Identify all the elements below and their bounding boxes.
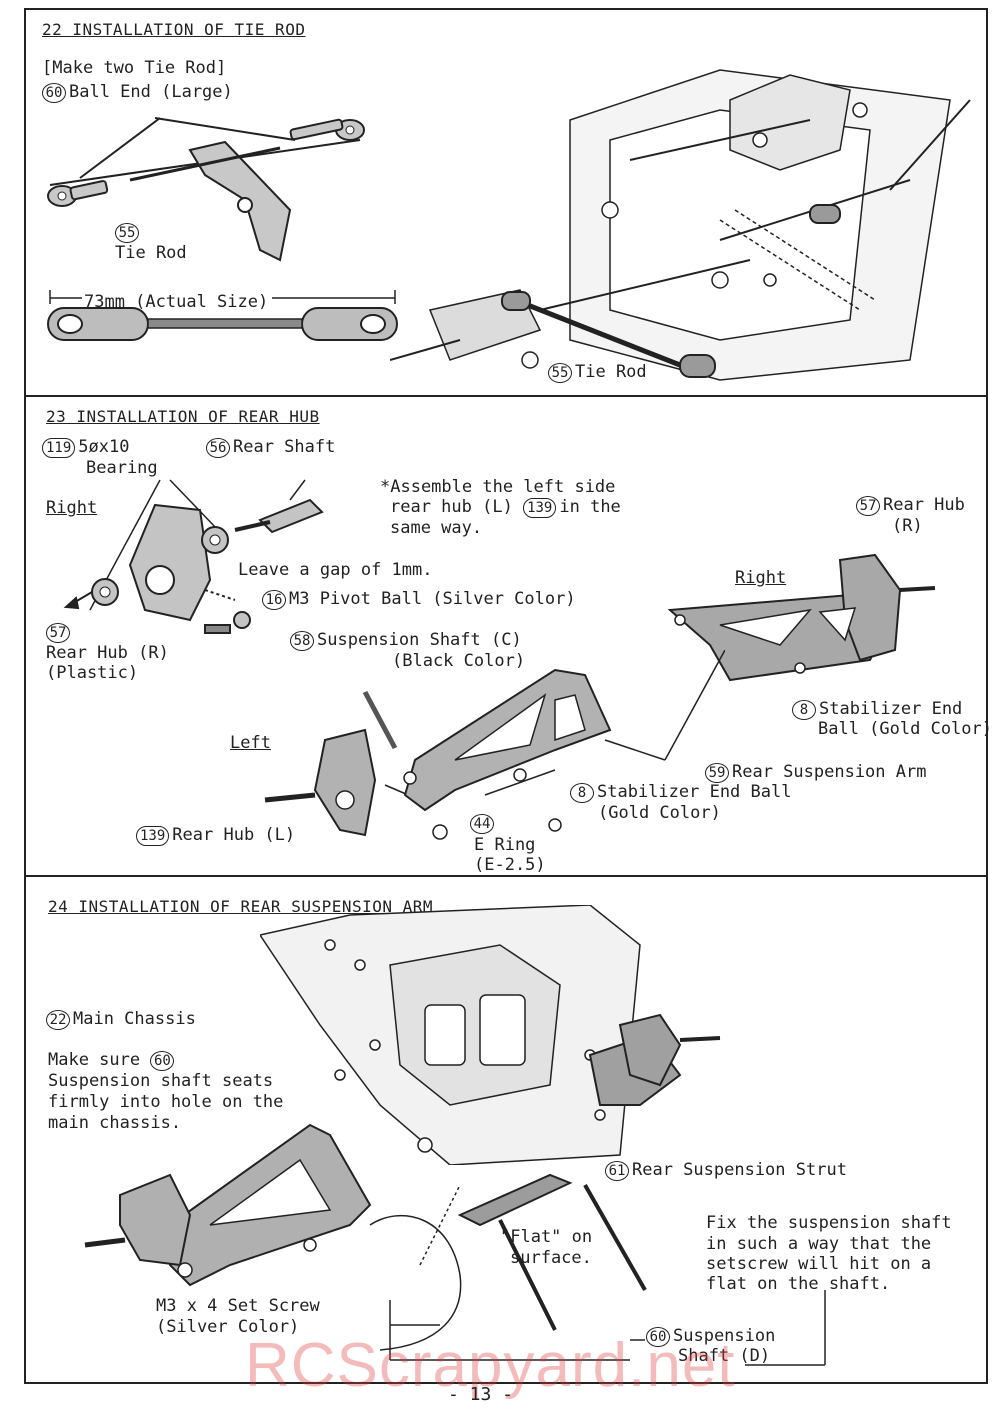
make-sure-line-2: Suspension shaft seats [48,1071,274,1091]
part-number: 8 [792,700,816,720]
main-chassis-drawing [260,905,721,1165]
left-label: Left [230,733,271,753]
make-sure-line-4: main chassis. [48,1113,182,1133]
chassis-front-drawing [390,69,971,381]
gap-note: Leave a gap of 1mm. [238,560,433,580]
page-frame [24,8,988,1384]
page-number: - 13 - [448,1384,514,1405]
rear-hub-plastic-line-2: (Plastic) [46,663,139,683]
tie-rod-label: 55 [115,222,142,243]
right-label-2: Right [735,568,787,588]
flat-note-line-1: "Flat" on [500,1227,593,1247]
make-two-note: [Make two Tie Rod] [42,58,227,78]
tie-rod-actual-size-drawing [47,290,398,341]
right-arm-drawing [667,553,936,682]
make-sure-line-1: Make sure 60 [48,1050,177,1071]
part-number: 139 [523,498,557,518]
fix-note-line-2: in such a way that the [706,1234,932,1254]
section-divider [24,395,988,397]
e-ring-size: (E-2.5) [474,855,546,875]
left-hub-and-arm-drawing [264,650,725,840]
part-number: 57 [856,496,880,516]
set-screw-color: (Silver Color) [156,1317,300,1337]
set-screw-label: M3 x 4 Set Screw [156,1296,320,1316]
part-number: 8 [570,783,594,803]
part-number: 59 [705,763,729,783]
fix-note-line-1: Fix the suspension shaft [706,1213,952,1233]
fix-note-line-4: flat on the shaft. [706,1274,891,1294]
e-ring-label: 44 [470,813,497,834]
suspension-shaft-d-text: Shaft (D) [678,1346,771,1366]
rear-hub-plastic-label: 57 [46,622,73,643]
rear-hub-r-text: (R) [892,516,923,536]
fix-note-line-3: setscrew will hit on a [706,1254,932,1274]
rear-hub-exploded-drawing [63,479,324,634]
assemble-note-line-3: same way. [390,518,483,538]
part-number: 60 [646,1327,670,1347]
part-number: 139 [136,826,170,846]
part-number: 60 [42,83,66,103]
tie-rod-text: Tie Rod [115,243,187,263]
rear-suspension-arm-assembly-drawing [84,1123,647,1351]
section-divider [24,875,988,877]
stabilizer-end-gold-color: Ball (Gold Color) [818,719,992,739]
leader-lines [389,1290,826,1366]
watermark: RCScrapyard.net [245,1331,736,1400]
part-number: 58 [290,631,314,651]
section-23-title: 23 INSTALLATION OF REAR HUB [46,407,320,426]
assemble-note-line-1: *Assemble the left side [380,477,616,497]
part-number: 44 [470,814,494,834]
make-sure-line-3: firmly into hole on the [48,1092,284,1112]
stabilizer-end-ball-color: (Gold Color) [598,803,721,823]
susp-shaft-c-color: (Black Color) [392,651,526,671]
section-22-title: 22 INSTALLATION OF TIE ROD [42,20,306,39]
part-number: 55 [115,223,139,243]
right-label: Right [46,498,98,518]
part-number: 61 [605,1161,629,1181]
bearing-text: Bearing [86,458,158,478]
flat-note-line-2: surface. [510,1248,592,1268]
rear-hub-plastic-line-1: Rear Hub (R) [46,643,169,663]
part-number: 55 [548,363,572,383]
part-number: 16 [262,590,286,610]
part-number: 60 [150,1051,175,1071]
part-number: 22 [46,1010,70,1030]
tie-rod-assembly-drawing [47,117,365,262]
part-number: 57 [46,623,70,643]
part-number: 56 [206,438,230,458]
part-number: 119 [42,438,76,458]
e-ring-text: E Ring [474,835,536,855]
